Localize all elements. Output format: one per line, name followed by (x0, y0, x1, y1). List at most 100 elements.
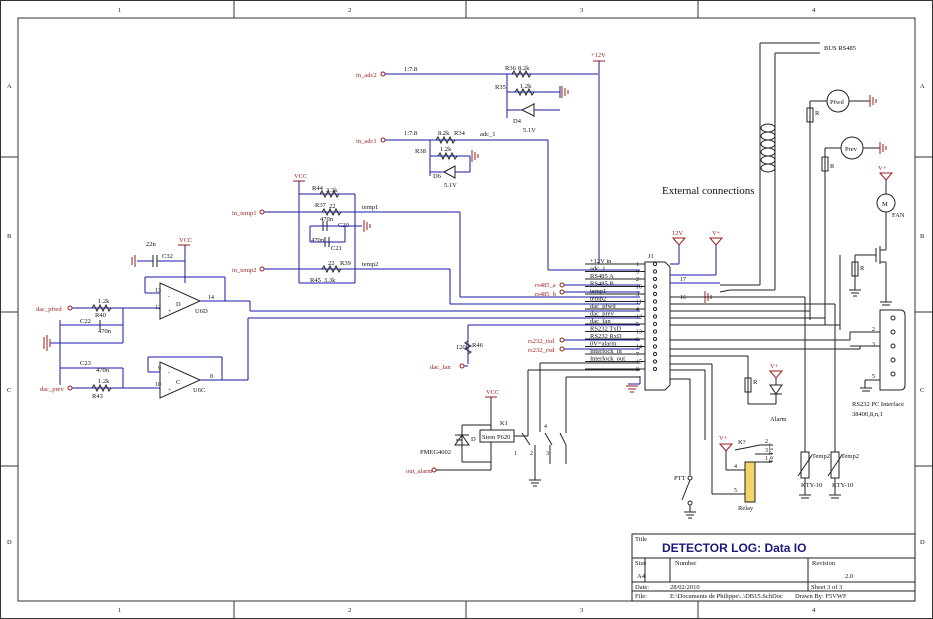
connector-pin-contact (652, 329, 658, 334)
connector-pin-contact (652, 291, 658, 297)
net-dac-pfwd: dac_pfwd (36, 306, 62, 313)
net-in-temp2: in_temp2 (232, 267, 257, 274)
connector-pin-number: 12 (636, 315, 642, 321)
temp-inputs: VCC R44 3.3k in_temp1 R37 22 temp1 470n … (232, 173, 640, 305)
size-label: Size (635, 560, 646, 567)
svg-text:1: 1 (765, 456, 768, 462)
svg-text:2: 2 (530, 451, 533, 457)
c32-value: 22n (146, 241, 157, 248)
svg-text:+: + (168, 309, 172, 315)
number-label: Number (675, 560, 697, 567)
drawn-by: Drawn By: F5VWF (795, 593, 847, 600)
r45-label: R45 (310, 277, 321, 284)
pin-label: 2 (872, 327, 875, 333)
vcc-k1: VCC (486, 389, 499, 396)
r-alarm-label: R (753, 379, 758, 386)
prev-label: Prev (845, 146, 858, 153)
net-dac-fan: dac_fan (430, 364, 451, 371)
pin-label: 8 (210, 374, 213, 380)
12v-flag: 12V (672, 230, 684, 237)
alarm-led: V+ Alarm R (670, 355, 787, 423)
pmeg-label: PMEG4002 (420, 449, 451, 456)
connector-pin-number: 13 (636, 330, 642, 336)
col-label: 1 (118, 7, 121, 14)
r46-label: R46 (472, 342, 484, 349)
connector-pin-number: 11 (636, 300, 642, 306)
bus-nets: rs485_a rs485_b rs232_txd rs232_rxd (528, 282, 640, 354)
date-value: 28/02/2010 (670, 584, 700, 591)
row-label: C (920, 387, 924, 394)
c21-value: 470n (311, 237, 325, 244)
power-flags: 12V V+ (670, 230, 724, 276)
vcc-label: VCC (294, 173, 307, 180)
c22-value: 470n (98, 328, 112, 335)
connector-pin-number: 5 (636, 322, 639, 328)
r-fan-label: R (860, 265, 865, 272)
to-ptt-label: To PTT (768, 443, 775, 463)
twisted-pair (760, 123, 776, 173)
net-in-adc2: in_adc2 (356, 72, 377, 79)
r37-label: R37 (315, 202, 327, 209)
net-in-temp1: in_temp1 (232, 210, 257, 217)
d-pmeg-label: D (471, 436, 476, 443)
connector-pin-contact (652, 276, 658, 282)
rs232-title: RS232 PC Interface (852, 401, 904, 408)
rs232-connector: 2 3 5 RS232 PC Interface 38400,8,n,1 (670, 309, 906, 418)
connector-pin-contact (652, 284, 658, 289)
power-12v-label: +12V (591, 52, 606, 59)
dac-fan-section: 120k R46 dac_fan (430, 324, 640, 371)
svg-text:-: - (168, 370, 170, 376)
connector-pin-contact (652, 336, 658, 342)
row-label: B (920, 233, 925, 240)
c23-value: 470n (96, 367, 110, 374)
r38-label: R38 (415, 148, 426, 155)
title-label: Title (635, 536, 647, 543)
j1-label: J1 (648, 253, 654, 260)
svg-text:1: 1 (514, 451, 517, 457)
connector-pin-number: 9 (636, 270, 639, 276)
opamp-d (159, 282, 202, 320)
d6-label: D6 (433, 173, 442, 180)
pin-label: 5 (872, 374, 875, 380)
connector-pin-number: 10 (636, 285, 642, 291)
r39-value: 22 (328, 260, 335, 267)
svg-text:D: D (176, 301, 181, 308)
net-rs485-a: rs485_a (535, 282, 556, 289)
net-adc1: adc_1 (480, 131, 496, 138)
r35-label: R35 (495, 84, 506, 91)
net-rs232-txd: rs232_txd (528, 338, 555, 345)
adc1-divider: in_adc1 1:7.8 8.2k R34 adc_1 R38 1.2k D6… (356, 130, 640, 271)
net-rs485-b: rs485_b (535, 291, 556, 298)
r36-label: R36 (505, 65, 517, 72)
ptt-section: PTT (670, 378, 696, 519)
col-label: 4 (812, 607, 816, 614)
svg-text:4: 4 (544, 424, 547, 430)
connector-pin-label: temp1 (590, 288, 606, 295)
r-pfwd-label: R (815, 110, 820, 117)
connector-pin-contact (652, 359, 658, 364)
row-label: B (7, 233, 12, 240)
svg-text:C: C (176, 379, 180, 386)
pin-label: 3 (872, 342, 875, 348)
vplus-relay: V+ (719, 435, 728, 442)
bus-rs485-label: BUS RS485 (824, 45, 856, 52)
c22-label: C22 (80, 318, 91, 325)
pin-label: 9 (158, 366, 161, 372)
sheet-value: Sheet 3 of 3 (811, 584, 842, 591)
r43-label: R43 (92, 393, 103, 400)
r44-value: 3.3k (326, 187, 338, 194)
fan-label: FAN (892, 212, 905, 219)
adc2-divider: in_adc2 1:7.8 R36 8.2k R35 1.2k D4 5.1V (356, 65, 598, 134)
connector-pin-number: 4 (636, 307, 639, 313)
fan-m-label: M (882, 201, 888, 208)
c21-label: C21 (331, 245, 342, 252)
vcc-label: VCC (179, 237, 192, 244)
pfwd-label: Pfwd (830, 99, 844, 106)
r37-value: 22 (329, 203, 336, 210)
connector-pin-label: temp2 (590, 296, 606, 303)
kty-2-label: KTY-10 (832, 482, 853, 489)
